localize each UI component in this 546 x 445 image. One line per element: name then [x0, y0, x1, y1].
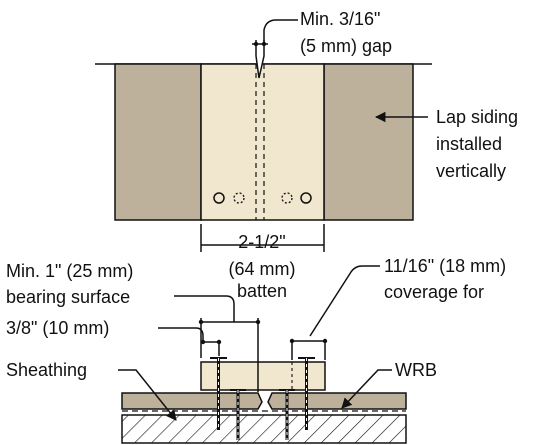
batten-section: [200, 361, 326, 391]
bearing-label-line1: Min. 1" (25 mm): [6, 261, 133, 281]
batten-width-label-line2: (64 mm): [229, 259, 296, 279]
fastener-hole-2: [233, 192, 245, 204]
batten-width-label-line1: 2-1/2": [238, 232, 285, 252]
elevation-view: [95, 19, 432, 252]
wrb-label: WRB: [395, 360, 437, 380]
batten-panel: [200, 63, 325, 221]
siding-nail-left: [230, 389, 246, 440]
left-siding-section: [121, 392, 263, 410]
section-view: [118, 265, 407, 444]
batten-width-label-line3: batten: [237, 281, 287, 301]
right-siding-panel: [323, 63, 414, 221]
sheathing-layer: [121, 414, 407, 444]
batten-nail-left: [210, 357, 227, 430]
gap-label-line1: Min. 3/16": [300, 9, 380, 29]
edge-leader: [158, 327, 204, 342]
lap-siding-label-line1: Lap siding: [436, 107, 518, 127]
coverage-label-line1: 11/16" (18 mm): [384, 256, 506, 276]
gap-dim-dot-left: [253, 41, 259, 47]
sheathing-label: Sheathing: [6, 360, 87, 380]
coverage-leader: [309, 265, 380, 337]
coverage-label-line2: coverage for: [384, 282, 484, 302]
bearing-dim-dot-right: [255, 319, 261, 325]
lap-siding-label-line2: installed: [436, 134, 502, 154]
edge-distance-label: 3/8" (10 mm): [6, 318, 109, 338]
batten-nail-right: [298, 357, 315, 430]
bearing-leader: [174, 295, 235, 322]
left-siding-panel: [114, 63, 202, 221]
sheathing-leader: [118, 369, 177, 421]
break-mark: [255, 40, 265, 79]
fastener-hole-3: [281, 192, 293, 204]
lap-siding-label-line3: vertically: [436, 161, 506, 181]
gap-leader: [263, 19, 298, 44]
fastener-hole-1: [213, 192, 225, 204]
bearing-dim-dot-left: [198, 319, 204, 325]
wrb-leader: [341, 369, 392, 409]
right-siding-section: [267, 392, 407, 410]
bearing-label-line2: bearing surface: [6, 287, 130, 307]
gap-label-line2: (5 mm) gap: [300, 36, 392, 56]
siding-nail-right: [279, 389, 295, 440]
fastener-hole-4: [300, 192, 312, 204]
